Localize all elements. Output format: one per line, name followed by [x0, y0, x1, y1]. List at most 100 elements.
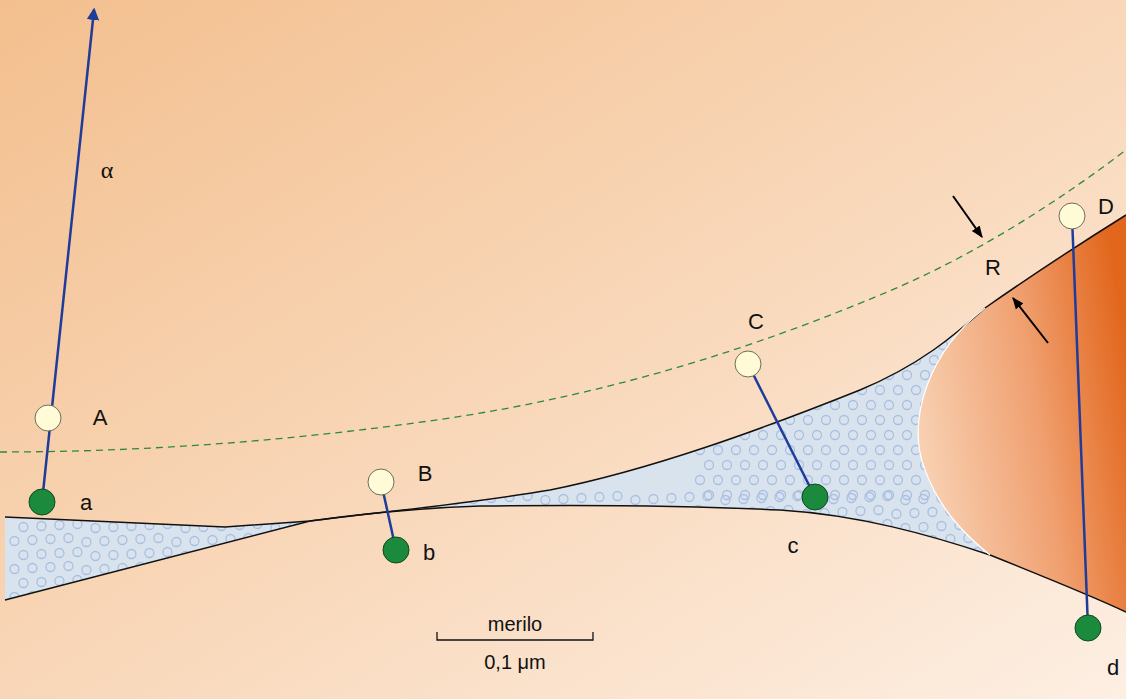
bubble	[145, 549, 154, 558]
bubble	[316, 563, 325, 572]
bubble	[199, 551, 208, 560]
bubble	[433, 520, 442, 529]
bubble	[523, 548, 532, 557]
bubble	[991, 580, 1000, 589]
bubble	[208, 536, 217, 545]
bubble	[154, 590, 163, 599]
bubble	[487, 550, 496, 559]
bubble	[163, 576, 172, 585]
bubble	[604, 590, 613, 599]
bubble	[460, 537, 469, 546]
bubble	[118, 508, 127, 517]
bubble	[10, 537, 19, 546]
bubble	[649, 579, 658, 588]
bubble	[55, 577, 64, 586]
bubble	[849, 341, 858, 350]
bubble	[804, 446, 813, 455]
bubble	[514, 562, 523, 571]
bubble	[793, 520, 802, 529]
bubble	[802, 510, 811, 519]
bubble	[550, 593, 559, 602]
bubble	[262, 510, 271, 519]
pore-region	[310, 308, 990, 555]
bubble	[721, 524, 730, 533]
bubble	[903, 371, 912, 380]
bubble	[955, 549, 964, 558]
bubble	[487, 578, 496, 587]
bubble	[100, 537, 109, 546]
bubble	[415, 549, 424, 558]
bubble	[496, 563, 505, 572]
bubble	[768, 446, 777, 455]
bubble	[867, 341, 876, 350]
bubble	[750, 446, 759, 455]
bubble	[388, 592, 397, 601]
bubble	[910, 565, 919, 574]
bubble	[370, 565, 379, 574]
bubble	[795, 311, 804, 320]
bubble	[262, 538, 271, 547]
bubble	[705, 401, 714, 410]
bubble	[730, 593, 739, 602]
bubble	[379, 579, 388, 588]
bubble	[883, 548, 892, 557]
dimension-label: R	[985, 256, 1001, 280]
bubble	[649, 495, 658, 504]
bubble	[208, 592, 217, 601]
bubble	[55, 521, 64, 530]
bubble	[874, 534, 883, 543]
bubble	[775, 521, 784, 530]
bubble	[568, 508, 577, 517]
bubble	[253, 576, 262, 585]
bubble	[280, 593, 289, 602]
bubble	[892, 510, 901, 519]
bubble	[550, 537, 559, 546]
point-label: d	[1107, 656, 1119, 680]
bubble	[361, 524, 370, 533]
bubble	[777, 341, 786, 350]
bubble	[226, 591, 235, 600]
bubble	[829, 579, 838, 588]
bubble	[190, 509, 199, 518]
bubble	[804, 356, 813, 365]
bubble	[912, 476, 921, 485]
bubble	[892, 566, 901, 575]
bubble	[876, 296, 885, 305]
end-point	[29, 484, 1101, 641]
bubble	[892, 538, 901, 547]
bubble	[876, 446, 885, 455]
bubble	[316, 535, 325, 544]
bubble	[847, 578, 856, 587]
bubble	[667, 522, 676, 531]
bubble	[280, 509, 289, 518]
bubble	[910, 509, 919, 518]
bubble	[874, 590, 883, 599]
bubble	[885, 431, 894, 440]
bubble	[766, 591, 775, 600]
bubble	[658, 536, 667, 545]
bubble	[901, 580, 910, 589]
bubble	[712, 510, 721, 519]
bubble	[577, 522, 586, 531]
bubble	[325, 493, 334, 502]
bubble	[100, 593, 109, 602]
bubble	[532, 566, 541, 575]
bubble	[82, 594, 91, 603]
bubble	[235, 521, 244, 530]
bubble	[811, 524, 820, 533]
bubble	[928, 508, 937, 517]
bubble	[685, 577, 694, 586]
bubble	[307, 494, 316, 503]
bubble	[64, 562, 73, 571]
bubble	[307, 522, 316, 531]
bubble	[786, 386, 795, 395]
bubble	[856, 591, 865, 600]
bubble	[64, 506, 73, 515]
bubble	[867, 461, 876, 470]
bubble	[127, 494, 136, 503]
bubble	[622, 566, 631, 575]
bubble	[723, 311, 732, 320]
bubble	[676, 535, 685, 544]
bubble	[235, 493, 244, 502]
bubble	[361, 552, 370, 561]
